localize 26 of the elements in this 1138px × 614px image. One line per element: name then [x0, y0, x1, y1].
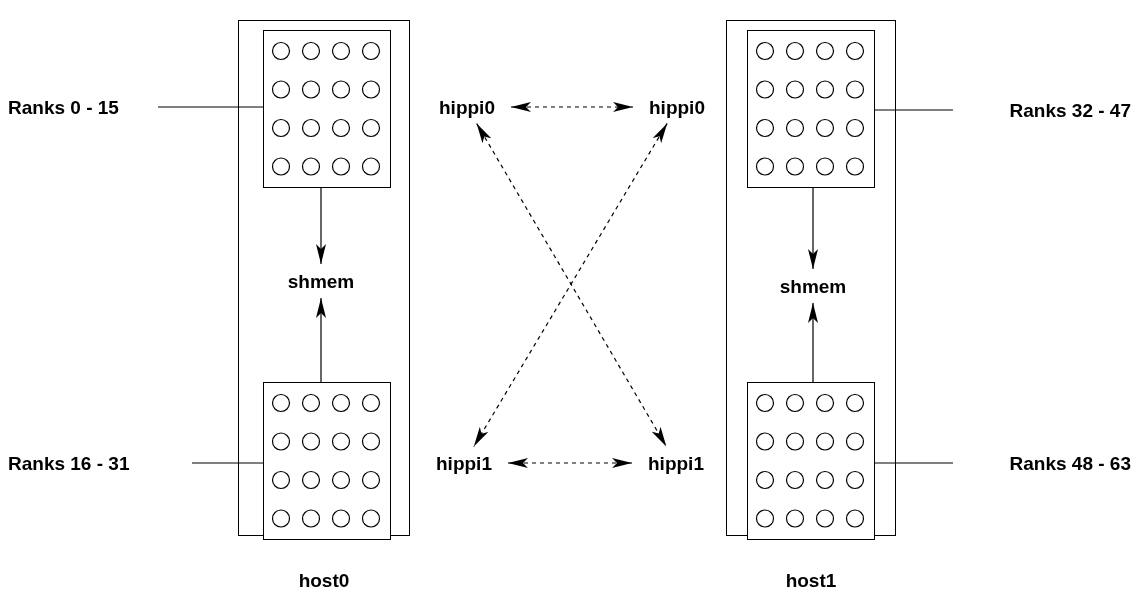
rank-grid-box	[747, 382, 875, 540]
arrow	[507, 458, 633, 468]
node-label: shmem	[779, 276, 847, 296]
node-label: Ranks 32 - 47	[1009, 100, 1131, 120]
leader-line	[157, 106, 264, 108]
node-label: hippi0	[439, 97, 495, 117]
node-label: shmem	[287, 271, 355, 291]
node-label: hippi0	[649, 97, 705, 117]
arrow	[808, 302, 818, 383]
node-label: Ranks 0 - 15	[8, 97, 119, 117]
host-label: host1	[785, 570, 837, 592]
arrow	[510, 102, 634, 112]
node-label: hippi1	[648, 453, 704, 473]
node-label: Ranks 16 - 31	[8, 453, 130, 473]
rank-grid-box	[263, 30, 391, 188]
arrow	[316, 297, 326, 383]
leader-line	[191, 462, 264, 464]
rank-grid-box	[263, 382, 391, 540]
arrow	[316, 187, 326, 265]
host-label: host0	[298, 570, 350, 592]
node-label: hippi1	[436, 453, 492, 473]
node-label: Ranks 48 - 63	[1009, 453, 1131, 473]
leader-line	[874, 462, 954, 464]
rank-grid-box	[747, 30, 875, 188]
arrow	[808, 187, 818, 270]
leader-line	[874, 109, 954, 111]
